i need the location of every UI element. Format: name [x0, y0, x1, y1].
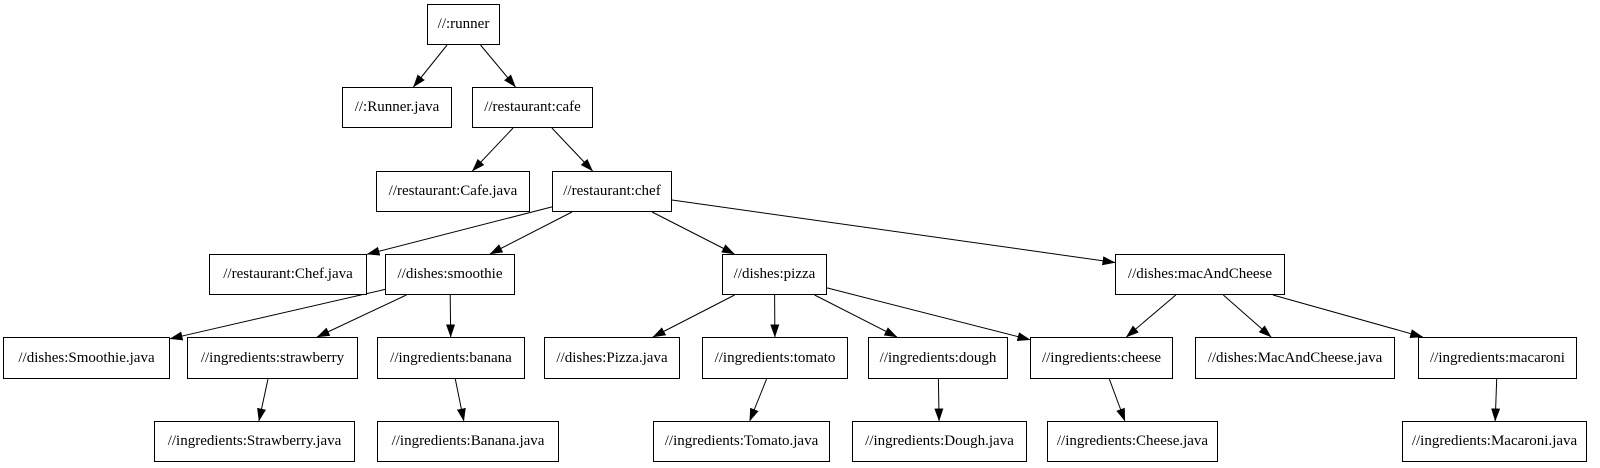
graph-node-smoothie: //dishes:smoothie — [385, 254, 515, 295]
graph-edge-chef-to-chef_java — [366, 206, 553, 256]
graph-node-strawberry-java: //ingredients:Strawberry.java — [154, 421, 355, 462]
graph-node-pizza-java: //dishes:Pizza.java — [544, 337, 680, 379]
graph-edge-macandcheese-to-macaroni — [1272, 294, 1424, 338]
graph-node-smoothie-java: //dishes:Smoothie.java — [3, 337, 170, 379]
graph-edge-cafe-to-cafe_java — [472, 127, 514, 172]
graph-node-tomato: //ingredients:tomato — [702, 337, 848, 379]
graph-node-runner-java: //:Runner.java — [342, 87, 452, 128]
graph-node-cafe: //restaurant:cafe — [472, 87, 593, 128]
graph-edge-strawberry-to-strawberry_java — [257, 378, 269, 422]
graph-node-runner: //:runner — [427, 4, 500, 45]
graph-node-macandcheese-java: //dishes:MacAndCheese.java — [1195, 337, 1395, 379]
graph-node-macaroni: //ingredients:macaroni — [1418, 337, 1577, 379]
graph-edge-smoothie-to-banana — [446, 294, 456, 338]
graph-edge-banana-to-banana_java — [454, 378, 466, 422]
graph-node-tomato-java: //ingredients:Tomato.java — [653, 421, 830, 462]
graph-node-chef-java: //restaurant:Chef.java — [209, 254, 367, 295]
graph-edge-chef-to-pizza — [651, 211, 735, 255]
graph-node-cafe-java: //restaurant:Cafe.java — [376, 171, 530, 212]
graph-edge-runner-to-cafe — [480, 44, 516, 88]
graph-edge-smoothie-to-strawberry — [316, 294, 407, 338]
graph-node-banana: //ingredients:banana — [377, 337, 525, 379]
graph-edge-pizza-to-cheese — [826, 287, 1031, 341]
graph-edge-pizza-to-dough — [814, 294, 898, 338]
graph-node-macaroni-java: //ingredients:Macaroni.java — [1402, 421, 1587, 462]
graph-node-dough-java: //ingredients:Dough.java — [852, 421, 1027, 462]
graph-edge-smoothie-to-smoothie_java — [169, 288, 386, 341]
graph-node-pizza: //dishes:pizza — [722, 254, 827, 295]
graph-edge-pizza-to-pizza_java — [652, 294, 735, 338]
graph-node-dough: //ingredients:dough — [868, 337, 1008, 379]
graph-node-chef: //restaurant:chef — [552, 171, 672, 212]
graph-edge-runner-to-runner_java — [413, 44, 448, 88]
graph-node-cheese: //ingredients:cheese — [1030, 337, 1173, 379]
graph-node-macandcheese: //dishes:macAndCheese — [1115, 254, 1285, 295]
graph-edge-chef-to-macandcheese — [671, 199, 1116, 266]
graph-node-cheese-java: //ingredients:Cheese.java — [1047, 421, 1218, 462]
graph-edge-tomato-to-tomato_java — [749, 378, 768, 422]
graph-edge-macandcheese-to-cheese — [1125, 294, 1177, 338]
graph-node-banana-java: //ingredients:Banana.java — [377, 421, 559, 462]
graph-edge-cheese-to-cheese_java — [1108, 378, 1126, 422]
graph-edge-macandcheese-to-macandcheese_java — [1222, 294, 1272, 338]
graph-edge-cafe-to-chef — [551, 127, 593, 172]
graph-edge-dough-to-dough_java — [934, 378, 944, 422]
graph-edge-macaroni-to-macaroni_java — [1491, 378, 1501, 422]
graph-node-strawberry: //ingredients:strawberry — [187, 337, 358, 379]
graph-edge-chef-to-smoothie — [489, 211, 573, 255]
